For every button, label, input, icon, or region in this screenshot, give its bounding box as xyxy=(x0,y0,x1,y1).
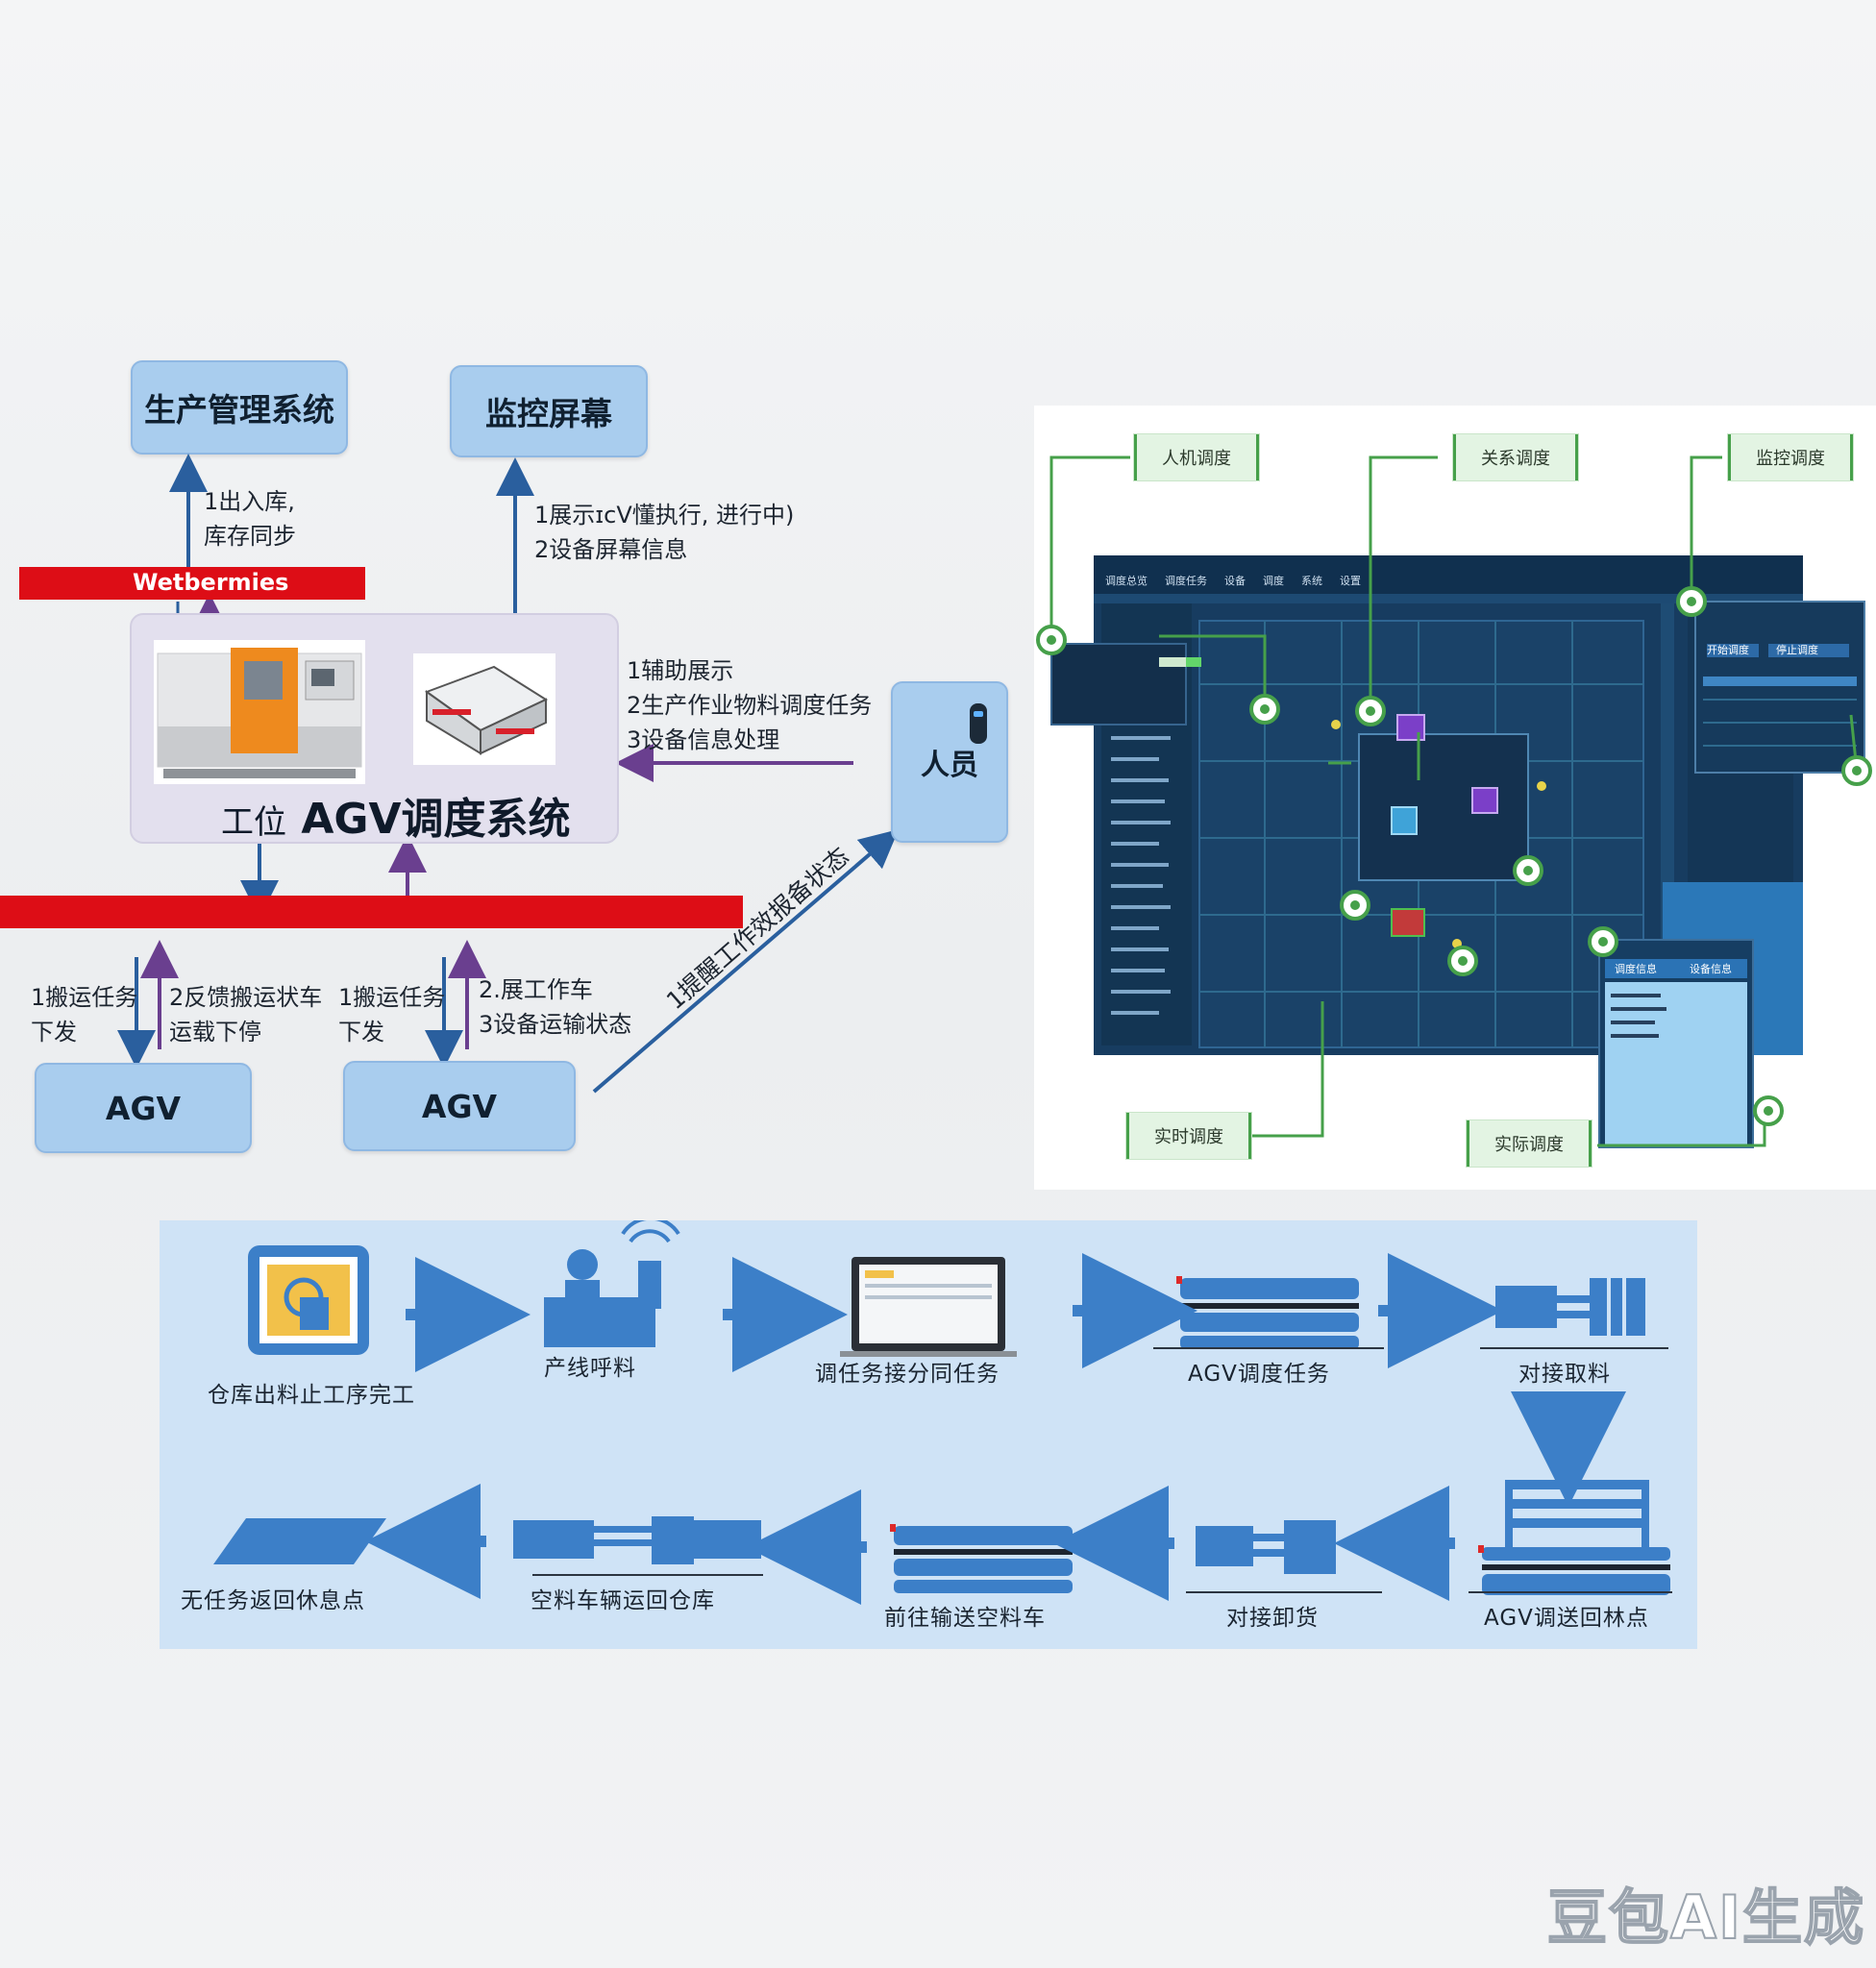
flow-step-8: 前往输送空料车 xyxy=(884,1606,1046,1631)
scanner-icon xyxy=(970,703,987,744)
screen-label-4: 实时调度 xyxy=(1126,1113,1251,1159)
flow-underline xyxy=(1153,1347,1384,1349)
label-agv1-down: 1搬运任务 下发 xyxy=(31,984,138,1046)
monitor-screen-label: 监控屏幕 xyxy=(485,395,612,432)
flow-step-5: 对接取料 xyxy=(1518,1362,1611,1387)
screen-menu-item[interactable]: 设置 xyxy=(1340,575,1361,587)
agv-system-title: 工位 AGV调度系统 xyxy=(221,784,571,846)
agv-system-title-prefix: 工位 xyxy=(221,803,286,842)
flow-step-4: AGV调度任务 xyxy=(1188,1362,1330,1387)
flow-step-1: 仓库出料止工序完工 xyxy=(208,1383,415,1408)
arrow-diagonal-to-person xyxy=(592,828,900,1094)
webservice-bar xyxy=(19,567,365,600)
label-from-person: 1辅助展示 2生产作业物料调度任务 3设备信息处理 xyxy=(627,657,873,753)
flow-underline xyxy=(1186,1591,1382,1593)
flow-underline xyxy=(1469,1591,1672,1593)
popup2-tab-2[interactable]: 设备信息 xyxy=(1690,963,1732,975)
agv-box-1-label: AGV xyxy=(105,1089,182,1127)
person-box: 人员 xyxy=(891,681,1008,843)
ai-watermark: 豆包AI生成 xyxy=(1546,1882,1866,1954)
agv-system-title-main: AGV调度系统 xyxy=(301,795,571,844)
flow-step-3: 调任务接分同任务 xyxy=(815,1362,1000,1387)
flow-underline xyxy=(1480,1347,1668,1349)
agv-box-2-label: AGV xyxy=(421,1087,498,1125)
screen-label-2: 关系调度 xyxy=(1453,434,1578,480)
label-agv1-up: 2反馈搬运状车 运载下停 xyxy=(169,984,323,1046)
monitor-screen-box: 监控屏幕 xyxy=(450,365,648,457)
popup-start-button[interactable]: 开始调度 xyxy=(1707,644,1749,656)
process-flow-graphics xyxy=(213,1220,1670,1605)
flow-step-2: 产线呼料 xyxy=(544,1356,636,1381)
workstation-machine-image xyxy=(154,640,365,784)
agv-box-1: AGV xyxy=(35,1063,252,1153)
screen-menu-item[interactable]: 调度 xyxy=(1263,575,1284,587)
label-to-monitor: 1展示ɪcV懂执行, 进行中) 2设备屏幕信息 xyxy=(534,502,795,563)
screen-menu-item[interactable]: 调度总览 xyxy=(1105,575,1148,587)
flow-step-6: AGV调送回林点 xyxy=(1484,1606,1649,1631)
screen-menu-item[interactable]: 设备 xyxy=(1224,575,1246,587)
flow-step-9: 空料车辆运回仓库 xyxy=(531,1588,715,1613)
screen-label-5: 实际调度 xyxy=(1467,1120,1592,1167)
popup-stop-button[interactable]: 停止调度 xyxy=(1776,644,1818,656)
screen-menu-item[interactable]: 系统 xyxy=(1301,575,1322,587)
agv-vehicle-image xyxy=(413,653,555,765)
screen-menu-item[interactable]: 调度任务 xyxy=(1165,575,1207,587)
flow-step-7: 对接卸货 xyxy=(1226,1606,1319,1631)
webservice-label: Wetbermies xyxy=(133,569,289,596)
flow-step-10: 无任务返回休息点 xyxy=(181,1588,365,1613)
label-to-production: 1出入库, 库存同步 xyxy=(204,488,296,550)
popup2-tab-1[interactable]: 调度信息 xyxy=(1615,963,1657,975)
person-label: 人员 xyxy=(921,749,978,782)
field-bus-bar xyxy=(0,896,743,928)
screen-label-3: 监控调度 xyxy=(1728,434,1853,480)
screen-label-1: 人机调度 xyxy=(1134,434,1259,480)
screen-menu: 调度总览 调度任务 设备 调度 系统 设置 xyxy=(1105,573,1361,588)
label-agv2-down: 1搬运任务 下发 xyxy=(338,984,446,1046)
label-agv2-up: 2.展工作车 3设备运输状态 xyxy=(479,976,632,1038)
flow-underline xyxy=(532,1574,763,1576)
production-management-box: 生产管理系统 xyxy=(131,360,348,455)
dispatch-screen-ui xyxy=(1036,455,1872,1148)
production-management-label: 生产管理系统 xyxy=(144,391,334,429)
agv-box-2: AGV xyxy=(343,1061,576,1151)
